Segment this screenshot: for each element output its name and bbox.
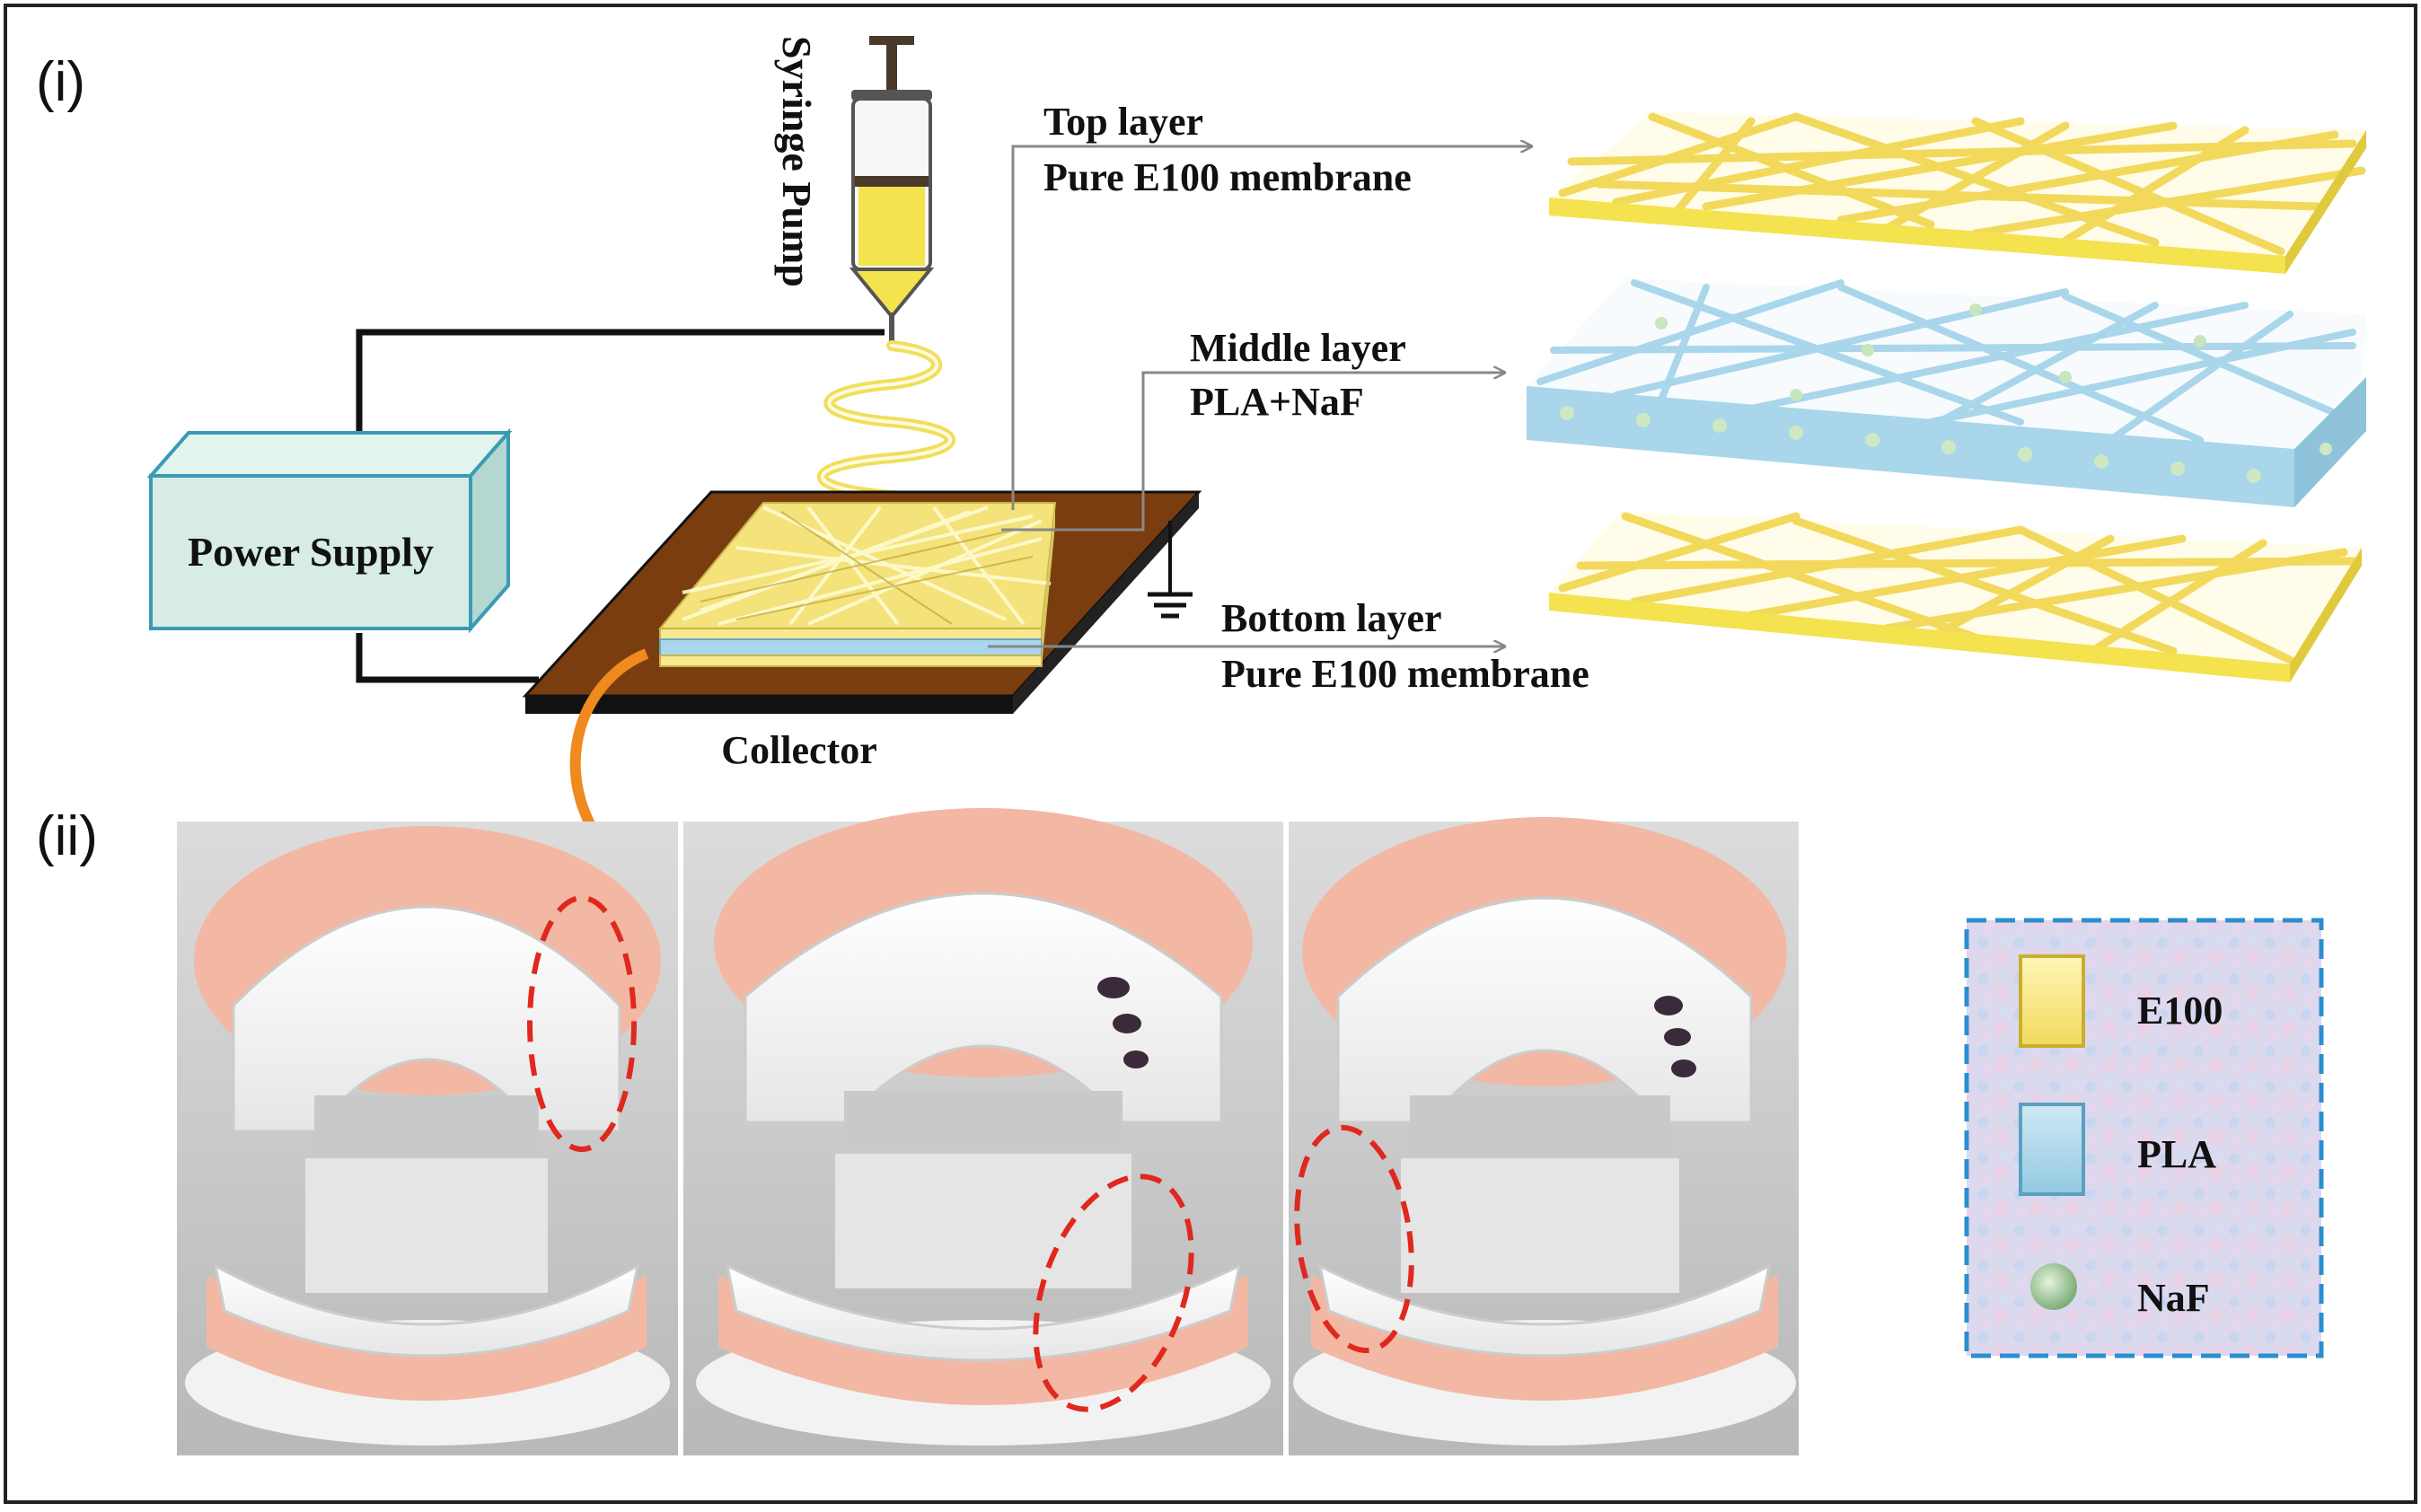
bottom-e100-layer — [1549, 512, 2362, 682]
blue-square-icon — [2019, 1103, 2085, 1196]
electrospinning-setup: Syringe Pump Power Supply — [146, 36, 1531, 891]
dental-model-photo-3 — [1289, 817, 1799, 1455]
yellow-square-icon — [2019, 954, 2085, 1048]
legend-label-pla: PLA — [2137, 1132, 2216, 1176]
legend-item-e100: E100 — [2019, 954, 2223, 1048]
photo-strip — [177, 808, 1799, 1455]
syringe-icon — [849, 36, 935, 341]
middle-pla-layer — [1527, 278, 2366, 507]
legend-label-naf: NaF — [2137, 1276, 2210, 1320]
top-layer-material: Pure E100 membrane — [1043, 155, 1412, 199]
highlight-ellipse — [527, 895, 637, 1152]
middle-layer-leader — [1001, 373, 1504, 532]
bottom-layer-material: Pure E100 membrane — [1221, 652, 1589, 696]
panel-label-i: (i) — [36, 51, 85, 113]
highlight-ellipse — [1033, 1174, 1194, 1412]
top-layer-name: Top layer — [1043, 100, 1203, 144]
wire-bottom — [356, 633, 539, 683]
green-dot-icon — [2030, 1263, 2077, 1310]
legend: E100 PLA NaF — [1964, 918, 2324, 1358]
fiber-mat — [657, 502, 1057, 667]
top-layer-leader — [1011, 146, 1531, 510]
legend-label-e100: E100 — [2137, 989, 2223, 1033]
legend-item-pla: PLA — [2019, 1103, 2216, 1196]
wire-top — [356, 329, 885, 465]
panel-label-ii: (ii) — [36, 805, 98, 867]
middle-layer-material: PLA+NaF — [1190, 380, 1364, 424]
power-supply-label: Power Supply — [188, 529, 434, 575]
top-e100-layer — [1549, 112, 2366, 274]
dental-model-photo-2 — [683, 808, 1283, 1455]
power-supply-box — [146, 427, 513, 634]
legend-item-naf: NaF — [2030, 1263, 2210, 1320]
highlight-ellipse — [1294, 1124, 1414, 1354]
middle-layer-name: Middle layer — [1190, 326, 1406, 370]
dental-model-photo-1 — [177, 822, 678, 1455]
collector-label: Collector — [721, 728, 876, 772]
bottom-layer-name: Bottom layer — [1221, 596, 1442, 640]
ground-icon — [1148, 521, 1193, 619]
syringe-pump-label: Syringe Pump — [774, 36, 820, 287]
